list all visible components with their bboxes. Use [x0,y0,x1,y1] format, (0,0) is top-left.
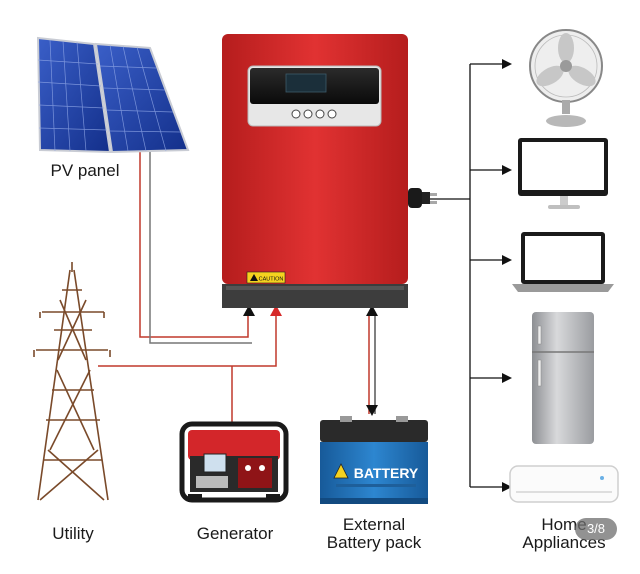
laptop-icon [512,232,614,292]
pv-input-arrow [243,305,255,316]
battery-label-line2: Battery pack [326,533,422,552]
utility-label: Utility [52,524,94,543]
air-conditioner-icon [509,465,619,503]
pv-panel-label: PV panel [50,161,120,180]
battery-label-line1: External [342,515,406,534]
ac-plug-icon [408,188,437,208]
battery-brand-label: BATTERY [354,465,419,481]
output-bus [418,63,505,488]
image-counter-badge: 3/8 [575,518,617,540]
fan-icon [529,29,603,127]
battery-down-arrow [366,405,378,416]
monitor-icon [518,138,608,209]
pv-panel-icon [36,36,190,154]
battery-wire [368,316,376,414]
pv-wire [139,152,252,344]
battery-icon: BATTERY [320,416,428,504]
output-arrows [502,59,512,492]
utility-input-arrow [270,305,282,316]
refrigerator-icon [532,312,594,444]
utility-tower-icon [33,262,111,501]
battery-up-arrow [366,305,378,316]
generator-icon [179,421,289,503]
caution-label: CAUTION [259,277,284,283]
hybrid-inverter-icon: CAUTION [222,34,408,308]
utility-wire [98,314,277,367]
generator-label: Generator [196,524,274,543]
